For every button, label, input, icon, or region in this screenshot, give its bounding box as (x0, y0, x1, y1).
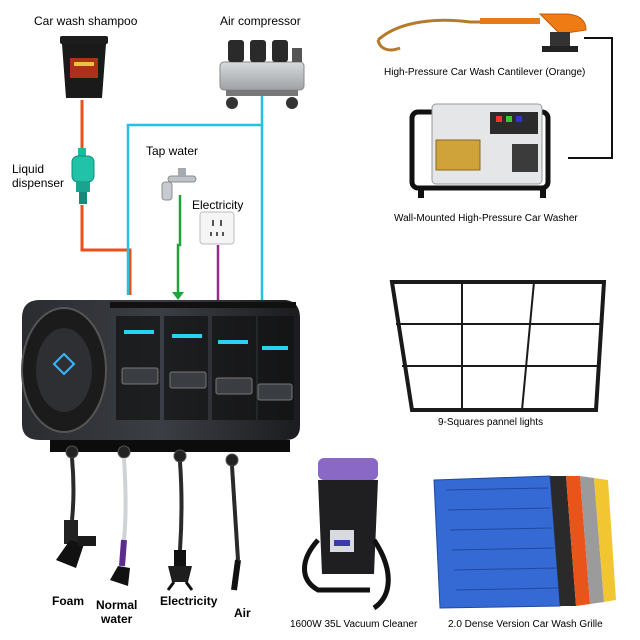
hose-reel-station-icon (21, 300, 300, 467)
tap-icon (161, 168, 197, 201)
shampoo-line-lower (80, 205, 132, 295)
label-electricity-top: Electricity (192, 198, 244, 212)
water-gun-icon (110, 457, 130, 586)
panel-lights-icon (389, 280, 607, 412)
label-hose-air: Air (234, 606, 251, 620)
air-gun-icon (230, 465, 241, 591)
car-wash-grille-icon (433, 475, 616, 609)
air-line-left (126, 92, 264, 295)
label-liquid-dispenser: Liquid dispenser (12, 162, 65, 190)
label-vacuum: 1600W 35L Vacuum Cleaner (290, 619, 418, 630)
electric-gun-icon (166, 461, 194, 591)
pressure-washer-icon (409, 103, 551, 198)
tap-line (176, 195, 182, 298)
socket-icon (199, 211, 235, 245)
label-tap-water: Tap water (146, 144, 199, 158)
vacuum-cleaner-icon (302, 458, 391, 611)
label-panel-lights: 9-Squares pannel lights (438, 417, 544, 428)
label-grille: 2.0 Dense Version Car Wash Grille (448, 619, 603, 630)
label-hose-normal-water: Normal water (96, 598, 138, 626)
label-air-compressor: Air compressor (220, 14, 301, 28)
liquid-dispenser-icon (71, 148, 95, 204)
label-car-wash-shampoo: Car wash shampoo (34, 14, 138, 28)
shampoo-bucket-icon (60, 36, 108, 98)
tap-arrow (172, 292, 184, 300)
air-compressor-icon (219, 40, 305, 109)
label-hose-foam: Foam (52, 594, 85, 608)
cantilever-washer-line (568, 37, 613, 159)
label-hose-electricity: Electricity (160, 594, 218, 608)
cantilever-icon (376, 13, 587, 52)
label-washer: Wall-Mounted High-Pressure Car Washer (394, 213, 578, 224)
label-cantilever: High-Pressure Car Wash Cantilever (Orang… (384, 67, 586, 78)
foam-gun-icon (56, 457, 96, 568)
